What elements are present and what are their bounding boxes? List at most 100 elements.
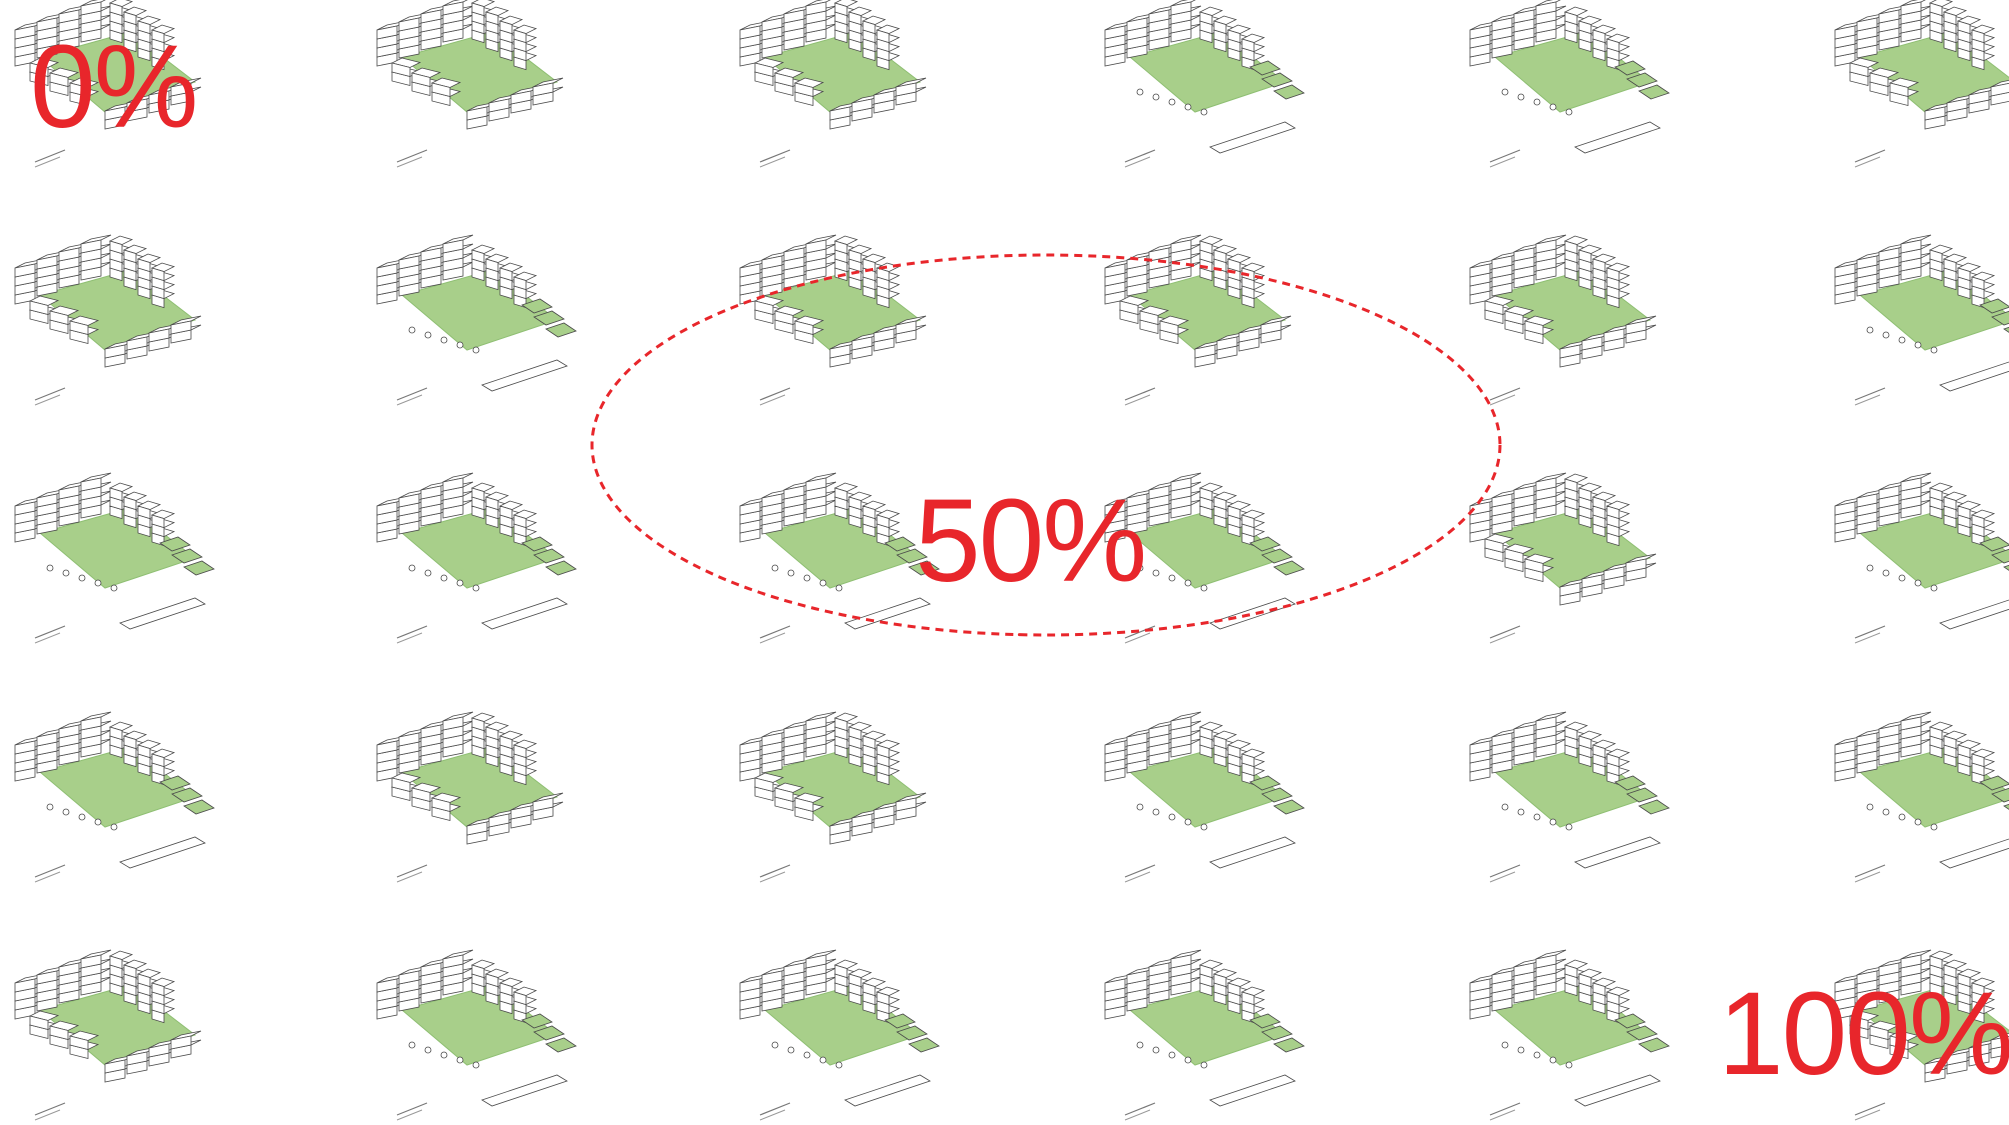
tree-marker xyxy=(787,569,795,577)
detached-strip xyxy=(844,1074,931,1107)
tree-marker xyxy=(803,574,811,582)
massing-diagram-r3c5 xyxy=(1834,711,2009,883)
tree-marker xyxy=(94,818,102,826)
massing-diagram-r4c1 xyxy=(376,949,577,1121)
tree-marker xyxy=(472,1061,480,1069)
detached-strip xyxy=(481,597,568,630)
tree-marker xyxy=(1517,93,1525,101)
tree-marker xyxy=(440,336,448,344)
massing-diagram-r4c0 xyxy=(14,949,202,1121)
massing-diagram-r2c3 xyxy=(1104,472,1305,644)
tree-marker xyxy=(408,1041,416,1049)
tree-marker xyxy=(1136,564,1144,572)
tree-marker xyxy=(1136,1041,1144,1049)
percentage-label-middle: 50% xyxy=(915,475,1147,607)
tree-marker xyxy=(1184,103,1192,111)
tree-marker xyxy=(1898,574,1906,582)
detached-strip xyxy=(1574,1074,1661,1107)
massing-diagram-r3c1 xyxy=(376,711,564,883)
detached-strip xyxy=(844,597,931,630)
massing-diagram-r4c4 xyxy=(1469,949,1670,1121)
detached-strip xyxy=(1939,599,2009,630)
tree-marker xyxy=(1168,1051,1176,1059)
tree-marker xyxy=(1549,1056,1557,1064)
tree-marker xyxy=(1866,326,1874,334)
tree-marker xyxy=(1533,1051,1541,1059)
tree-marker xyxy=(771,1041,779,1049)
tree-marker xyxy=(1184,579,1192,587)
tree-marker xyxy=(819,579,827,587)
tree-marker xyxy=(1930,584,1938,592)
tree-marker xyxy=(46,564,54,572)
massing-diagram-r2c2 xyxy=(739,472,940,644)
detached-strip xyxy=(1939,361,2009,392)
tree-marker xyxy=(1882,569,1890,577)
tree-marker xyxy=(110,584,118,592)
tree-marker xyxy=(1136,88,1144,96)
tree-marker xyxy=(1136,803,1144,811)
detached-strip xyxy=(1574,121,1661,154)
tree-marker xyxy=(1882,331,1890,339)
tree-marker xyxy=(835,1061,843,1069)
tree-marker xyxy=(1501,88,1509,96)
tree-marker xyxy=(1565,823,1573,831)
tree-marker xyxy=(1866,803,1874,811)
tree-marker xyxy=(1200,1061,1208,1069)
detached-strip xyxy=(1939,838,2009,869)
detached-strip xyxy=(119,836,206,869)
tree-marker xyxy=(819,1056,827,1064)
massing-diagram-r0c2 xyxy=(739,0,927,168)
tree-marker xyxy=(1152,93,1160,101)
tree-marker xyxy=(456,1056,464,1064)
massing-diagram-r0c4 xyxy=(1469,0,1670,168)
detached-strip xyxy=(1209,121,1296,154)
tree-marker xyxy=(46,803,54,811)
tree-marker xyxy=(1549,818,1557,826)
tree-marker xyxy=(1152,1046,1160,1054)
detached-strip xyxy=(1574,836,1661,869)
massing-diagram-r1c0 xyxy=(14,234,202,406)
tree-marker xyxy=(1152,569,1160,577)
massing-diagram-r2c5 xyxy=(1834,472,2009,644)
massing-diagram-r2c1 xyxy=(376,472,577,644)
massing-diagram-r0c1 xyxy=(376,0,564,168)
tree-marker xyxy=(1930,823,1938,831)
tree-marker xyxy=(1882,808,1890,816)
massing-diagram-r2c0 xyxy=(14,472,215,644)
tree-marker xyxy=(1914,341,1922,349)
tree-marker xyxy=(78,574,86,582)
tree-marker xyxy=(1168,574,1176,582)
massing-diagram-r4c5 xyxy=(1834,949,2009,1121)
tree-marker xyxy=(1533,98,1541,106)
detached-strip xyxy=(1209,1074,1296,1107)
massing-diagram-r0c5 xyxy=(1834,0,2009,168)
massing-diagram-r3c0 xyxy=(14,711,215,883)
massing-diagram-r3c4 xyxy=(1469,711,1670,883)
massing-diagram-r0c3 xyxy=(1104,0,1305,168)
tree-marker xyxy=(1914,579,1922,587)
tree-marker xyxy=(1517,808,1525,816)
tree-marker xyxy=(424,1046,432,1054)
tree-marker xyxy=(835,584,843,592)
tree-marker xyxy=(1184,1056,1192,1064)
tree-marker xyxy=(1930,346,1938,354)
tree-marker xyxy=(440,1051,448,1059)
highlight-ellipse xyxy=(590,253,1502,637)
tree-marker xyxy=(62,808,70,816)
tree-marker xyxy=(408,564,416,572)
tree-marker xyxy=(1898,336,1906,344)
tree-marker xyxy=(78,813,86,821)
tree-marker xyxy=(1533,813,1541,821)
tree-marker xyxy=(1200,108,1208,116)
massing-diagram-r4c2 xyxy=(739,949,940,1121)
tree-marker xyxy=(1501,803,1509,811)
tree-marker xyxy=(1168,813,1176,821)
tree-marker xyxy=(110,823,118,831)
tree-marker xyxy=(1501,1041,1509,1049)
tree-marker xyxy=(1565,108,1573,116)
detached-strip xyxy=(1209,597,1296,630)
massing-diagram-r3c3 xyxy=(1104,711,1305,883)
percentage-label-end: 100% xyxy=(1718,968,2009,1100)
detached-strip xyxy=(481,359,568,392)
tree-marker xyxy=(1200,584,1208,592)
